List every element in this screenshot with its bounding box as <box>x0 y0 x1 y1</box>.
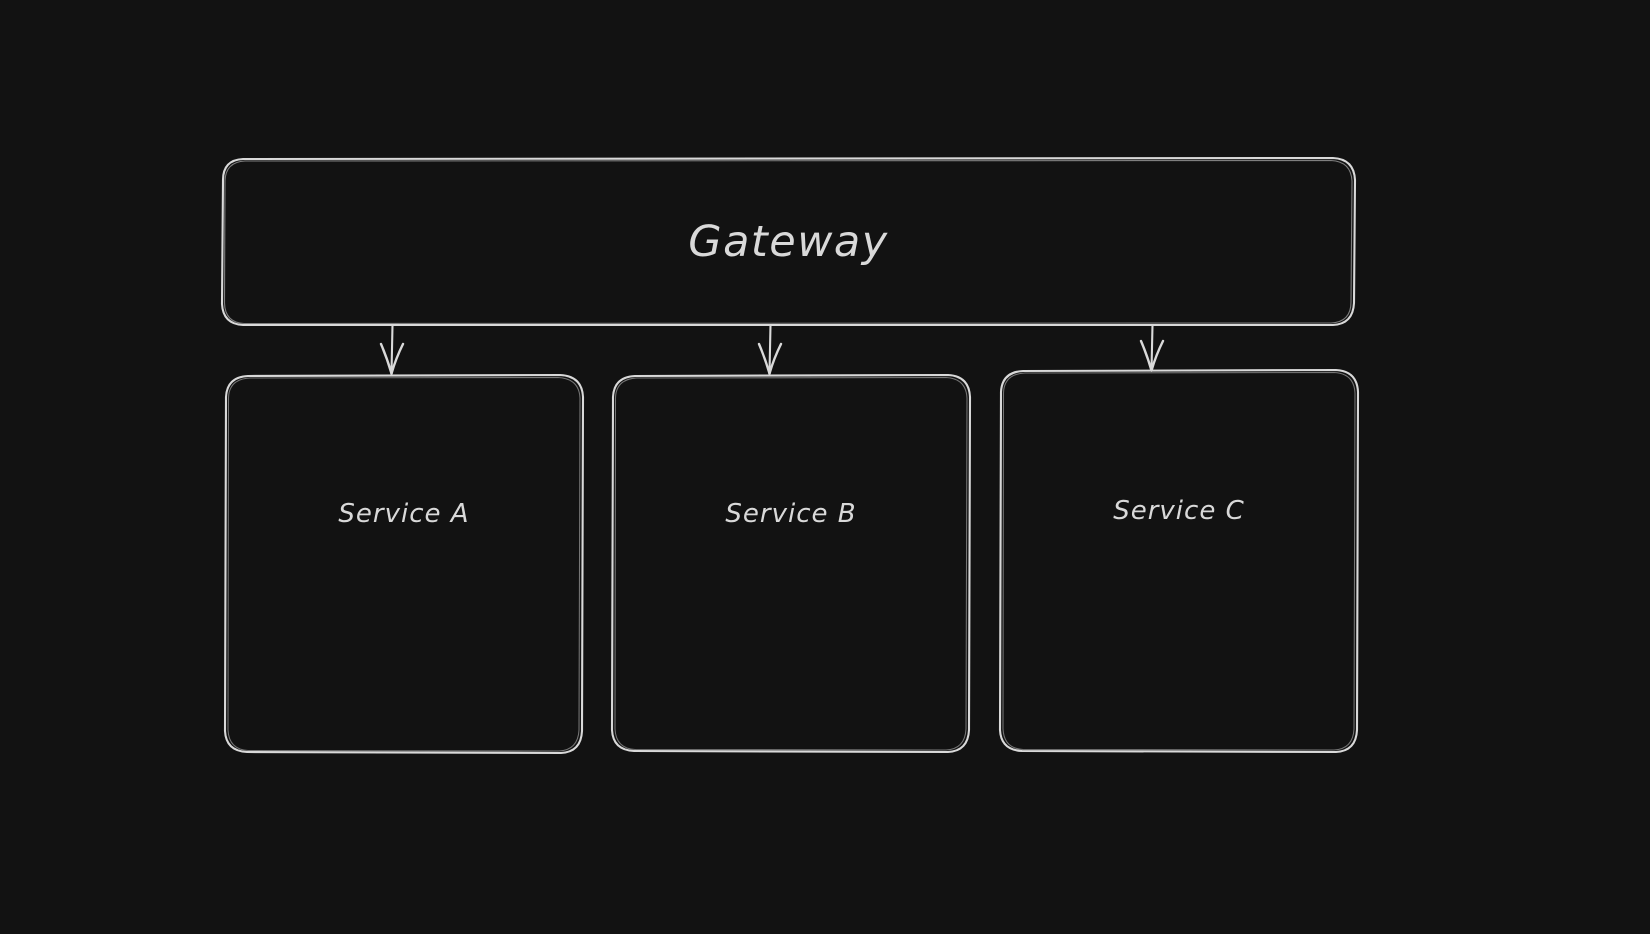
gateway-to-service-c-arrow <box>1139 323 1165 372</box>
gateway-to-service-b-arrow <box>757 323 783 375</box>
node-service-a-label: Service A <box>338 499 470 529</box>
node-service-c-label: Service C <box>1113 496 1245 526</box>
gateway-to-service-a-arrow <box>379 323 405 375</box>
node-service-c[interactable]: Service C <box>1000 370 1358 752</box>
node-gateway[interactable]: Gateway <box>222 158 1355 326</box>
node-service-b-label: Service B <box>725 498 857 529</box>
node-gateway-label: Gateway <box>688 217 889 267</box>
node-service-a[interactable]: Service A <box>225 375 583 753</box>
node-service-b[interactable]: Service B <box>612 375 970 752</box>
